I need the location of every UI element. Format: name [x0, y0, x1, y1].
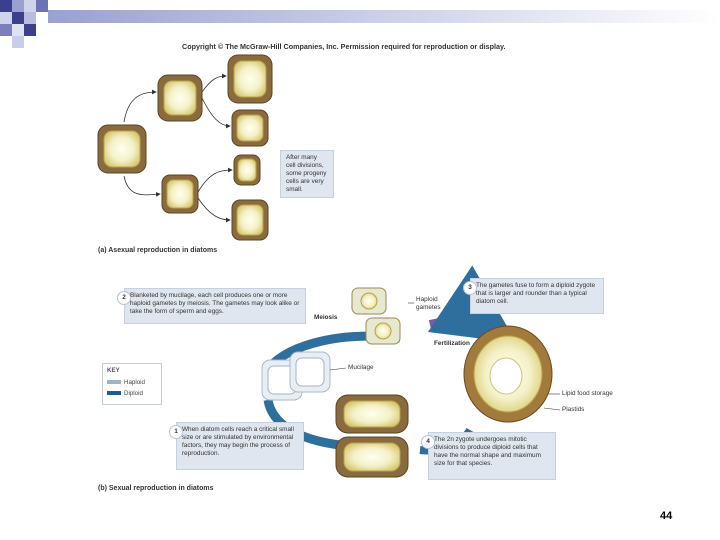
page-number: 44	[660, 510, 673, 522]
panel-b-caption: (b) Sexual reproduction in diatoms	[98, 485, 214, 492]
step-2-box: 2 Blanketed by mucilage, each cell produ…	[117, 288, 306, 324]
step-2-number: 2	[117, 291, 131, 305]
asexual-cells	[97, 54, 273, 241]
step-4-text: The 2n zygote undergoes mitotic division…	[434, 436, 541, 467]
fertilization-label: Fertilization	[434, 340, 470, 347]
mucilage-label: Mucilage	[348, 364, 374, 371]
key-legend: KEY Haploid Diploid	[102, 363, 162, 405]
copyright-notice: Copyright © The McGraw-Hill Companies, I…	[182, 42, 506, 51]
corner-decoration	[0, 0, 720, 48]
haploid-gametes-label: Haploid gametes	[416, 296, 441, 311]
lipid-food-storage-label: Lipid food storage	[562, 390, 613, 397]
step-1-text: When diatom cells reach a critical small…	[182, 426, 294, 457]
step-3-text: The gametes fuse to form a diploid zygot…	[476, 282, 596, 305]
diploid-swatch	[107, 391, 121, 396]
asexual-note-text: After many cell divisions, some progeny …	[286, 154, 327, 193]
haploid-swatch	[107, 380, 121, 385]
key-haploid-label: Haploid	[124, 379, 145, 386]
step-1-number: 1	[169, 425, 183, 439]
key-diploid: Diploid	[107, 390, 143, 397]
step-4-number: 4	[421, 435, 435, 449]
key-diploid-label: Diploid	[124, 390, 143, 397]
asexual-note: After many cell divisions, some progeny …	[280, 150, 334, 198]
plastids-label: Plastids	[562, 406, 585, 413]
key-haploid: Haploid	[107, 379, 145, 386]
panel-a-caption: (a) Asexual reproduction in diatoms	[98, 247, 218, 254]
key-title: KEY	[107, 367, 120, 374]
step-4-box: 4 The 2n zygote undergoes mitotic divisi…	[421, 432, 556, 480]
step-3-number: 3	[463, 281, 477, 295]
meiosis-label: Meiosis	[314, 314, 338, 321]
step-1-box: 1 When diatom cells reach a critical sma…	[169, 422, 304, 470]
step-3-box: 3 The gametes fuse to form a diploid zyg…	[463, 278, 604, 314]
step-2-text: Blanketed by mucilage, each cell produce…	[130, 292, 300, 315]
